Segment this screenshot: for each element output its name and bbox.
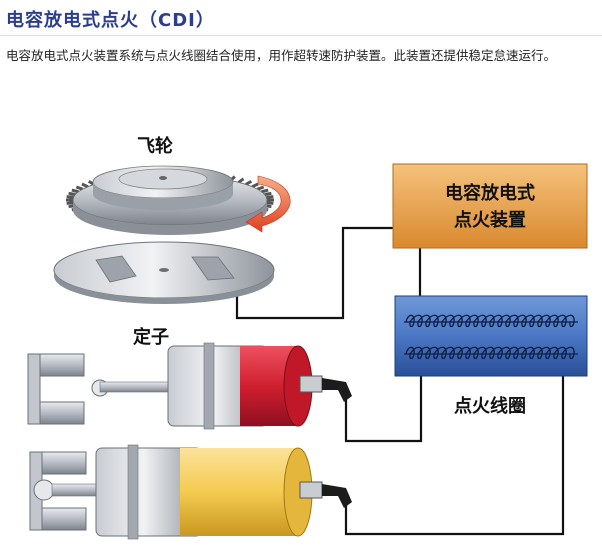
flywheel-tooth [266,201,274,205]
flywheel-label: 飞轮 [137,135,173,157]
rotation-arrow [245,175,291,233]
title-divider [0,35,602,36]
flywheel-center-hole [159,176,167,180]
wire-flywheel-to-cdi [235,226,393,320]
flywheel-tooth [66,201,74,205]
flywheel-hub-side [93,182,233,210]
coil-winding-bottom [405,346,575,360]
cdi-unit-box: 电容放电式 点火装置 [392,163,588,249]
flywheel-tooth [264,191,272,196]
magnet-left [95,255,137,283]
ignition-coil-label: 点火线圈 [454,395,526,417]
ignition-coil-box [394,295,588,377]
page-title: 电容放电式点火（CDI） [6,10,215,31]
flywheel-tooth [251,182,259,189]
flywheel-tooth [261,188,269,194]
flywheel [66,165,274,235]
wiring [235,226,565,536]
stator-assembly-red [27,342,352,430]
magnet-plate [53,241,275,304]
flywheel-tooth [81,182,89,189]
coil-winding-top [405,314,575,328]
flywheel-side [73,200,267,235]
wire-coil-to-stator2 [344,376,565,536]
cdi-unit-label-line2: 点火装置 [454,209,526,231]
cdi-unit-label-line1: 电容放电式 [445,182,535,204]
flywheel-tooth [256,185,265,191]
flywheel-tooth [66,195,74,199]
wire-coil-to-stator1 [344,376,423,443]
flywheel-tooth [68,191,76,196]
page-description: 电容放电式点火装置系统与点火线圈结合使用，用作超转速防护装置。此装置还提供稳定怠… [6,48,557,63]
flywheel-tooth [71,188,79,194]
stator-label: 定子 [133,326,169,348]
flywheel-tooth [237,177,245,184]
flywheel-tooth [75,185,84,191]
flywheel-tooth [245,179,253,186]
flywheel-tooth [266,195,274,199]
stator-assembly-yellow [29,444,352,540]
magnet-right [191,256,235,281]
